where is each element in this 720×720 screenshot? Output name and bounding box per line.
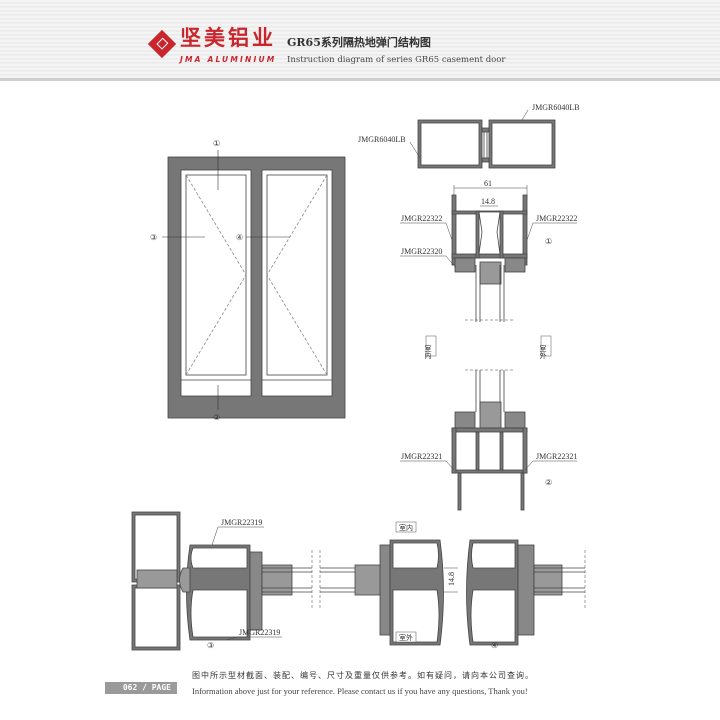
- marker-4: ④: [236, 233, 243, 242]
- label-jmgr22321-right: JMGR22321: [536, 452, 577, 461]
- bottom-rail-section: [400, 369, 577, 511]
- footer-note-cn: 图中所示型材截面、装配、编号、尺寸及重量仅供参考。如有疑问，请向本公司查询。: [192, 671, 534, 680]
- horizontal-section: [131, 511, 586, 651]
- label-jmgr22321-left: JMGR22321: [401, 452, 442, 461]
- fixed-frame-section: [409, 109, 556, 169]
- svg-text:室内: 室内: [399, 523, 413, 532]
- brand-name-cn: 坚美铝业: [180, 26, 276, 50]
- label-jmgr22322-left: JMGR22322: [401, 214, 442, 223]
- dim-61: 61: [484, 179, 492, 188]
- marker-1: ①: [213, 139, 220, 148]
- page-subtitle: Instruction diagram of series GR65 casem…: [287, 55, 506, 65]
- top-rail-section: [400, 185, 577, 322]
- door-elevation: [162, 150, 346, 419]
- svg-text:室外: 室外: [539, 344, 547, 360]
- marker-2-section: ②: [545, 478, 552, 487]
- label-jmgr22320: JMGR22320: [401, 247, 442, 256]
- marker-4-section: ④: [491, 641, 498, 650]
- label-jmgr22319-top: JMGR22319: [221, 518, 262, 527]
- page-title: GR65系列隔热地弹门结构图: [287, 36, 431, 49]
- label-jmgr6040lb-right: JMGR6040LB: [532, 103, 580, 112]
- marker-3: ③: [150, 233, 157, 242]
- brand-name-en: JMA ALUMINIUM: [180, 55, 277, 64]
- label-jmgr6040lb-left: JMGR6040LB: [358, 135, 406, 144]
- label-jmgr22319-bottom: JMGR22319: [239, 628, 280, 637]
- dim-14-8: 14.8: [481, 197, 495, 206]
- outdoor-tag: 室外: [539, 335, 552, 360]
- horizontal-outdoor-tag: 室外: [395, 631, 417, 643]
- dim-14-8-horizontal: 14.8: [447, 572, 456, 586]
- indoor-tag: 室内: [424, 335, 437, 360]
- page-number: 062 / PAGE: [105, 682, 177, 694]
- marker-2: ②: [213, 413, 220, 422]
- marker-1-section: ①: [545, 237, 552, 246]
- svg-text:室外: 室外: [399, 633, 413, 642]
- svg-text:室内: 室内: [424, 344, 432, 360]
- label-jmgr22322-right: JMGR22322: [536, 214, 577, 223]
- page-header: 坚美铝业 JMA ALUMINIUM GR65系列隔热地弹门结构图 Instru…: [0, 0, 720, 81]
- footer-note-en: Information above just for your referenc…: [192, 686, 528, 696]
- marker-3-section: ③: [207, 641, 214, 650]
- horizontal-indoor-tag: 室内: [395, 521, 417, 533]
